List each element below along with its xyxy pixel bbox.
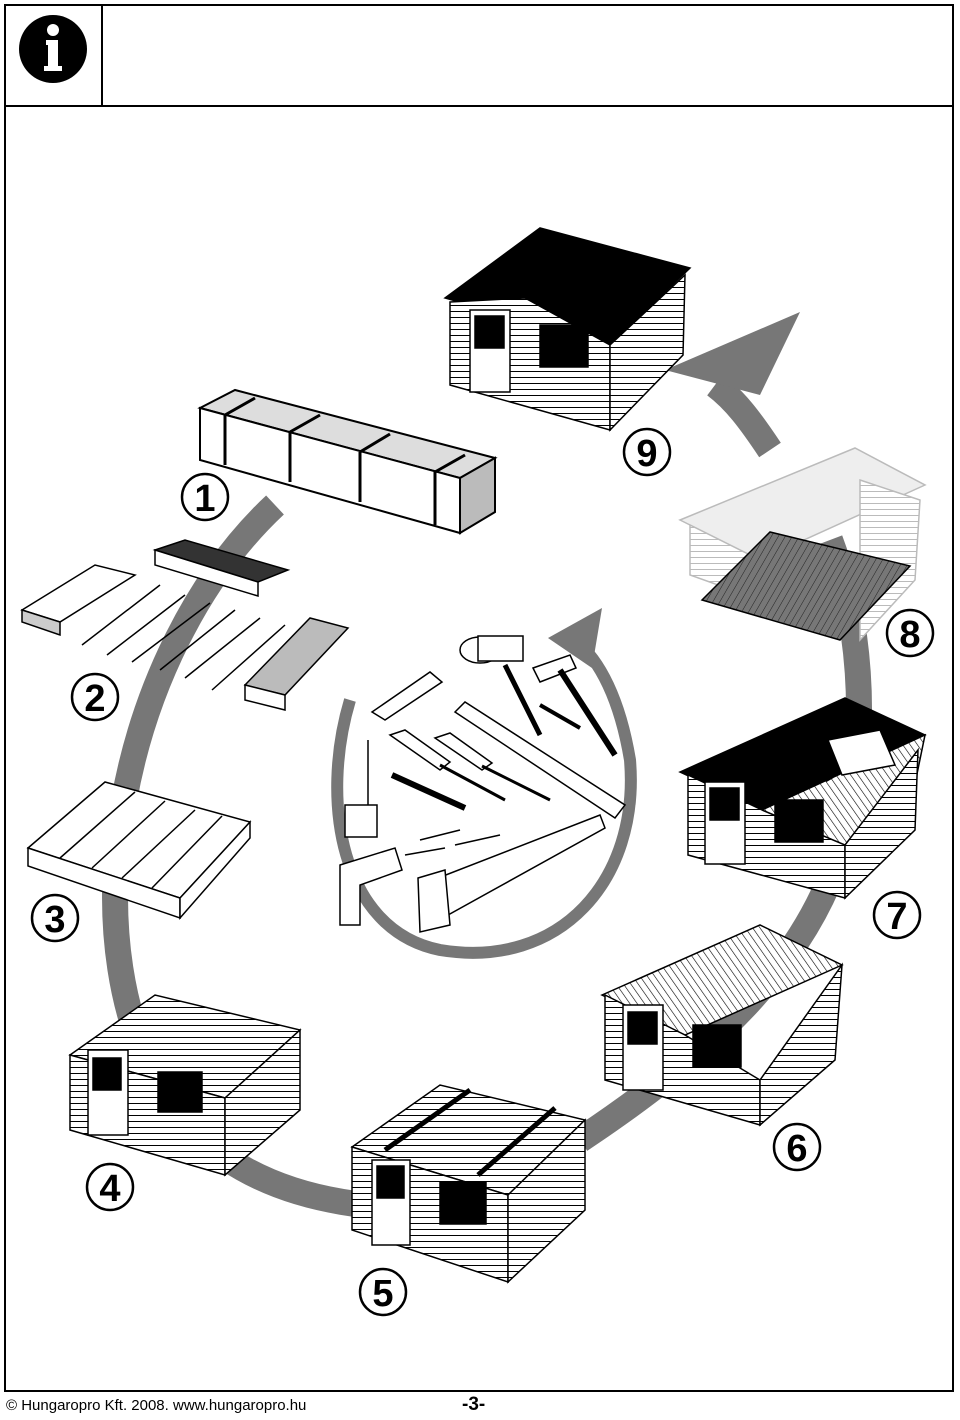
- mallet-icon: [459, 635, 543, 737]
- header-divider: [4, 105, 954, 107]
- page-number: -3-: [462, 1394, 486, 1415]
- screwdriver-icon: [388, 729, 551, 802]
- step-5-walls-purlins-illustration: [350, 1084, 587, 1284]
- step-2-parts-illustration: [20, 539, 350, 711]
- step-2-badge: [70, 672, 120, 722]
- step-2-number: 2: [84, 678, 105, 720]
- utility-knife-icon: [370, 671, 444, 721]
- drill-icon: [339, 847, 403, 926]
- step-8-number: 8: [899, 614, 920, 656]
- step-1-badge: [180, 472, 230, 522]
- step-6-number: 6: [786, 1128, 807, 1170]
- step-4-badge: [85, 1162, 135, 1212]
- drill-bit-icon: [404, 829, 501, 856]
- step-9-number: 9: [636, 433, 657, 475]
- step-badges: [30, 427, 935, 1317]
- step-9-badge: [622, 427, 672, 477]
- step-5-badge: [358, 1267, 408, 1317]
- spirit-level-icon: [453, 701, 627, 820]
- step-8-badge: [885, 608, 935, 658]
- header-divider-vertical: [101, 4, 103, 107]
- chisel-icon: [539, 703, 581, 730]
- info-icon: [19, 15, 87, 83]
- page-frame: [4, 4, 954, 1392]
- tape-measure-icon: [344, 740, 378, 838]
- step-1-package-illustration: [197, 388, 498, 535]
- tools-arrow: [331, 608, 637, 959]
- step-4-number: 4: [99, 1168, 120, 1210]
- step-8-floor-illustration: [678, 447, 927, 642]
- step-3-badge: [30, 893, 80, 943]
- step-9-finished-cabin-illustration: [443, 227, 692, 432]
- step-4-walls-illustration: [68, 994, 302, 1177]
- step-6-badge: [772, 1122, 822, 1172]
- step-7-roof-felt-illustration: [678, 697, 927, 900]
- step-3-floor-frame-illustration: [26, 781, 252, 920]
- footer-copyright: © Hungaropro Kft. 2008. www.hungaropro.h…: [6, 1397, 307, 1414]
- step-7-badge: [872, 890, 922, 940]
- process-arrowhead: [665, 312, 800, 395]
- wrench-icon: [390, 772, 467, 811]
- step-5-number: 5: [372, 1273, 393, 1315]
- hammer-icon: [531, 654, 618, 757]
- step-6-roof-boards-illustration: [600, 924, 844, 1127]
- step-3-number: 3: [44, 899, 65, 941]
- step-1-number: 1: [194, 478, 215, 520]
- hand-saw-icon: [417, 814, 606, 933]
- step-7-number: 7: [886, 896, 907, 938]
